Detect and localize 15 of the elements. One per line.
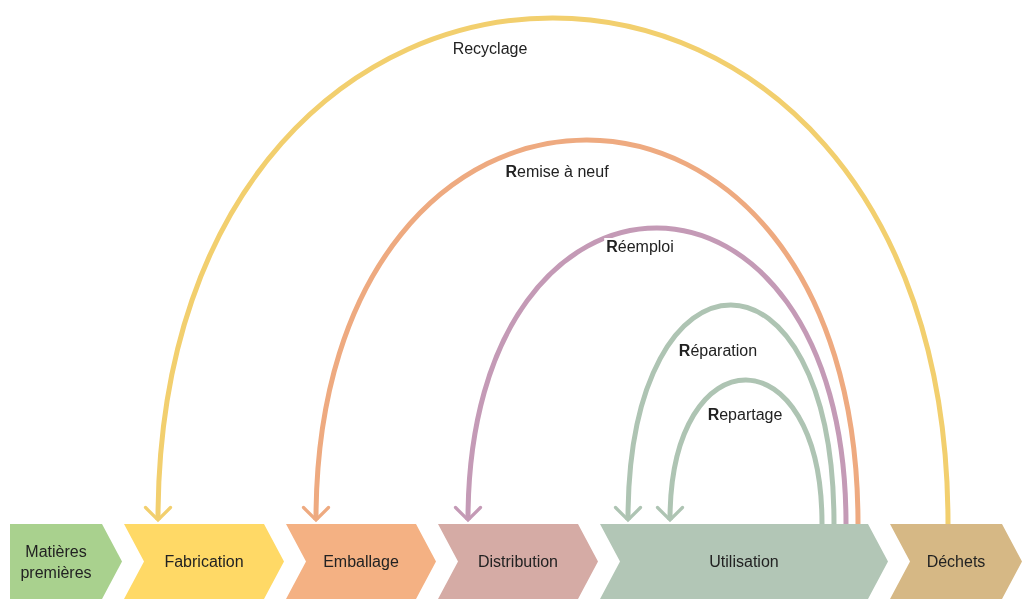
arc-arrow xyxy=(614,302,837,525)
edge-label: Réparation xyxy=(676,342,760,360)
step-label: Emballage xyxy=(323,552,399,572)
edge-label: Réemploi xyxy=(604,238,676,256)
process-step xyxy=(10,524,122,599)
step-label: Déchets xyxy=(926,552,986,572)
arc-arrow xyxy=(454,225,849,525)
arc-arrow xyxy=(656,377,825,525)
step-label: Fabrication xyxy=(164,552,244,572)
step-label: Distribution xyxy=(478,552,558,572)
edge-label: Repartage xyxy=(705,406,785,424)
step-label: Utilisation xyxy=(709,552,779,572)
arc-arrow xyxy=(303,138,861,525)
step-label: Matières premières xyxy=(19,541,93,583)
arc-arrow xyxy=(145,16,951,525)
